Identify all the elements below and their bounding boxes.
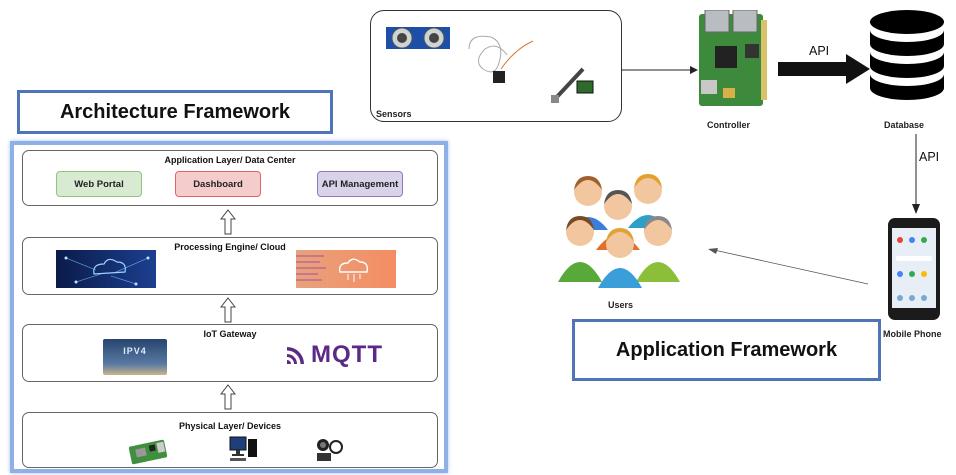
mobile-to-users-arrow	[708, 248, 869, 285]
physical-layer-title: Physical Layer/ Devices	[178, 421, 282, 431]
controller-board-icon	[699, 10, 767, 106]
application-layer-title: Application Layer/ Data Center	[164, 155, 296, 165]
users-group-icon	[558, 174, 680, 288]
ipv4-image: IPV4	[103, 339, 167, 375]
up-arrow-icon	[220, 384, 236, 410]
iot-gateway-layer-title: IoT Gateway	[203, 329, 257, 339]
web-portal-box: Web Portal	[56, 171, 142, 197]
mqtt-text: MQTT	[311, 341, 383, 368]
up-arrow-icon	[220, 297, 236, 323]
mqtt-logo: MQTT	[285, 339, 383, 371]
controller-label: Controller	[707, 120, 751, 130]
sensors-label: Sensors	[376, 109, 412, 119]
cloud-network-image	[56, 250, 156, 288]
mobile-phone-icon	[888, 218, 940, 320]
processing-layer: Processing Engine/ Cloud	[22, 237, 438, 295]
database-label: Database	[884, 120, 925, 130]
iot-gateway-layer: IoT Gateway IPV4 MQTT	[22, 324, 438, 382]
api-label: API	[919, 150, 940, 164]
application-layer: Application Layer/ Data Center Web Porta…	[22, 150, 438, 206]
database-icon	[870, 10, 944, 100]
api-management-box: API Management	[317, 171, 403, 197]
probe-sensor-icon	[551, 67, 594, 103]
raspberry-pi-icon	[128, 439, 168, 465]
wire-sensor-icon	[468, 35, 534, 83]
api-label: API	[809, 44, 830, 58]
sensors-to-controller-arrow	[622, 66, 698, 74]
architecture-frame	[10, 141, 448, 473]
physical-layer: Physical Layer/ Devices	[22, 412, 438, 468]
mqtt-signal-icon	[287, 347, 304, 364]
dashboard-box: Dashboard	[175, 171, 261, 197]
mobile-phone-label: Mobile Phone	[883, 329, 942, 339]
application-framework-title: Application Framework	[572, 319, 881, 381]
database-to-mobile-arrow	[912, 134, 920, 214]
sensors-box: Sensors	[370, 10, 622, 122]
processing-layer-title: Processing Engine/ Cloud	[174, 242, 286, 252]
ultrasonic-sensor-icon	[386, 27, 450, 49]
cloud-circuit-image	[296, 250, 396, 288]
computer-icon	[229, 436, 257, 461]
architecture-framework-title: Architecture Framework	[17, 90, 333, 134]
sensor-device-icon	[317, 439, 343, 461]
up-arrow-icon	[220, 209, 236, 235]
controller-to-database-arrow	[778, 54, 870, 84]
users-label: Users	[608, 300, 634, 310]
